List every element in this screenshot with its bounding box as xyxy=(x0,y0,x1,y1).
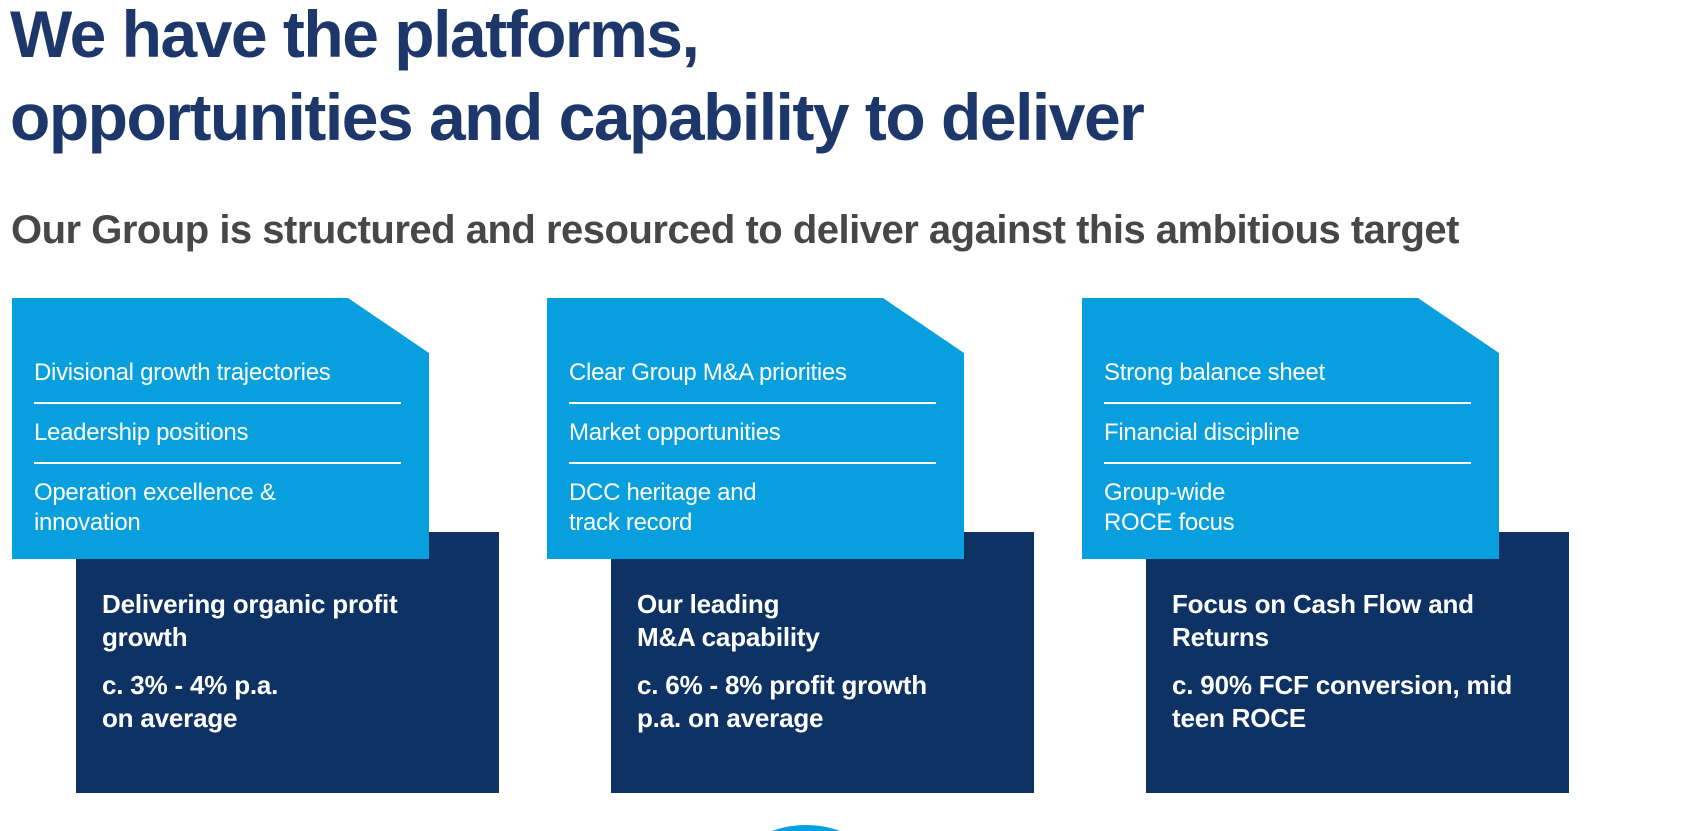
outcome-stat: c. 90% FCF conversion, mid teen ROCE xyxy=(1172,670,1513,733)
enabler-item: DCC heritage and track record xyxy=(569,479,757,536)
enabler-card: Clear Group M&A priorities Market opport… xyxy=(547,298,964,559)
outcome-stat: c. 3% - 4% p.a. on average xyxy=(102,670,279,733)
page-subtitle: Our Group is structured and resourced to… xyxy=(11,208,1459,252)
enabler-item: Strong balance sheet xyxy=(1104,359,1325,386)
outcome-title: Delivering organic profit growth xyxy=(102,589,398,652)
enabler-item: Group-wide ROCE focus xyxy=(1104,479,1235,536)
divider xyxy=(34,462,401,464)
page-dot-decoration xyxy=(706,825,906,831)
outcome-title: Our leading M&A capability xyxy=(637,589,820,652)
enabler-item: Divisional growth trajectories xyxy=(34,359,331,386)
divider xyxy=(569,402,936,404)
enabler-item: Clear Group M&A priorities xyxy=(569,359,847,386)
page-title: We have the platforms, opportunities and… xyxy=(10,0,1145,154)
outcome-card: Delivering organic profit growth c. 3% -… xyxy=(76,532,499,793)
divider xyxy=(1104,402,1471,404)
outcome-stat: c. 6% - 8% profit growth p.a. on average xyxy=(637,670,927,733)
enabler-item: Market opportunities xyxy=(569,419,781,446)
pillar-column-cash-flow-returns: Focus on Cash Flow and Returns c. 90% FC… xyxy=(1082,298,1572,793)
enabler-item: Leadership positions xyxy=(34,419,249,446)
divider xyxy=(569,462,936,464)
enabler-card: Strong balance sheet Financial disciplin… xyxy=(1082,298,1499,559)
divider xyxy=(34,402,401,404)
enabler-card: Divisional growth trajectories Leadershi… xyxy=(12,298,429,559)
pillar-column-ma-capability: Our leading M&A capability c. 6% - 8% pr… xyxy=(547,298,1037,793)
outcome-card: Our leading M&A capability c. 6% - 8% pr… xyxy=(611,532,1034,793)
outcome-title: Focus on Cash Flow and Returns xyxy=(1172,589,1474,652)
enabler-item: Financial discipline xyxy=(1104,419,1300,446)
divider xyxy=(1104,462,1471,464)
outcome-card: Focus on Cash Flow and Returns c. 90% FC… xyxy=(1146,532,1569,793)
pillar-column-organic-growth: Delivering organic profit growth c. 3% -… xyxy=(12,298,502,793)
enabler-item: Operation excellence & innovation xyxy=(34,479,276,536)
